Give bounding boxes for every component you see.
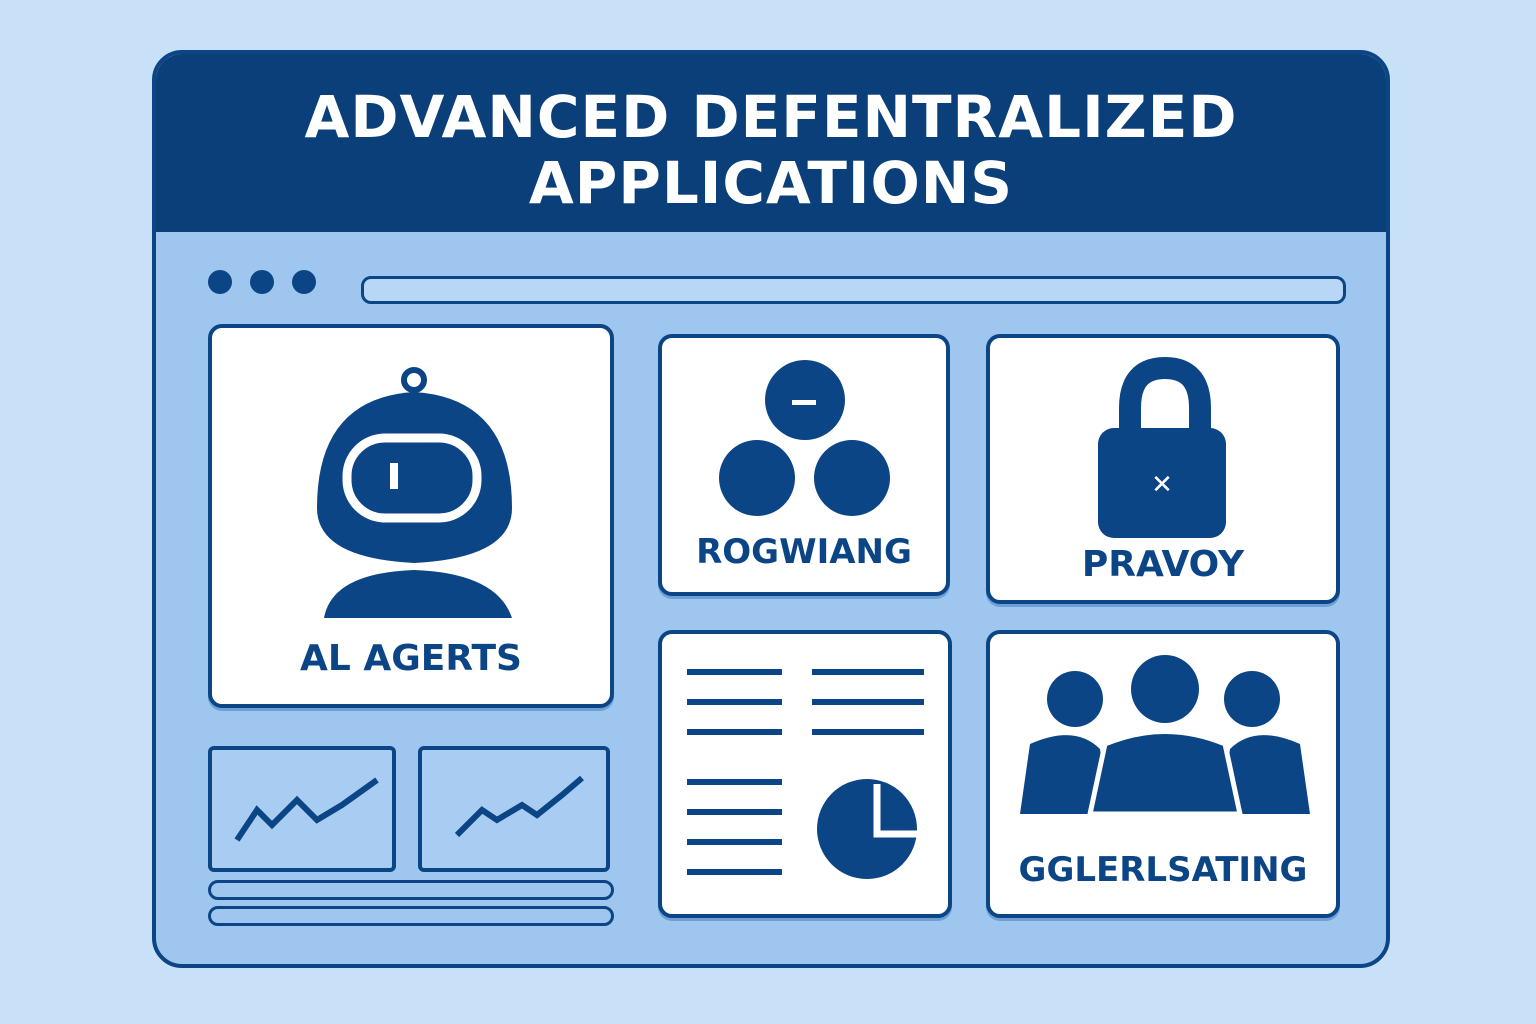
card-label: PRAVOY xyxy=(1081,544,1245,585)
card-rogwiang[interactable]: ROGWIANG xyxy=(658,334,950,596)
line-chart-icon xyxy=(234,777,379,842)
bottom-bar[interactable] xyxy=(208,880,614,900)
mini-chart[interactable] xyxy=(418,746,610,872)
window-dot-icon[interactable] xyxy=(250,270,274,294)
card-pravoy[interactable]: ✕ PRAVOY xyxy=(986,334,1340,604)
title-line-2: APPLICATIONS xyxy=(528,149,1014,217)
people-icon xyxy=(1020,655,1310,817)
card-label: ROGWIANG xyxy=(696,532,912,572)
bottom-bar[interactable] xyxy=(208,906,614,926)
card-label: AL AGERTS xyxy=(300,638,522,679)
mini-chart[interactable] xyxy=(208,746,396,872)
address-bar[interactable] xyxy=(361,276,1346,304)
card-gglerlsating[interactable]: GGLERLSATING xyxy=(986,630,1340,918)
title-line-1: ADVANCED DEFENTRALIZED xyxy=(304,83,1238,151)
svg-text:✕: ✕ xyxy=(1151,470,1173,500)
lock-icon: ✕ xyxy=(1098,356,1226,538)
card-label: GGLERLSATING xyxy=(1018,850,1308,890)
group-heads-icon xyxy=(719,360,890,516)
card-document[interactable] xyxy=(658,630,952,918)
card-ai-agents[interactable]: AL AGERTS xyxy=(208,324,614,708)
window-dot-icon[interactable] xyxy=(208,270,232,294)
document-pie-icon xyxy=(687,669,924,879)
line-chart-icon xyxy=(454,775,584,838)
app-window: ADVANCED DEFENTRALIZED APPLICATIONS AL A… xyxy=(152,50,1390,968)
robot-icon xyxy=(317,367,512,618)
window-dot-icon[interactable] xyxy=(292,270,316,294)
header: ADVANCED DEFENTRALIZED APPLICATIONS xyxy=(156,54,1386,232)
